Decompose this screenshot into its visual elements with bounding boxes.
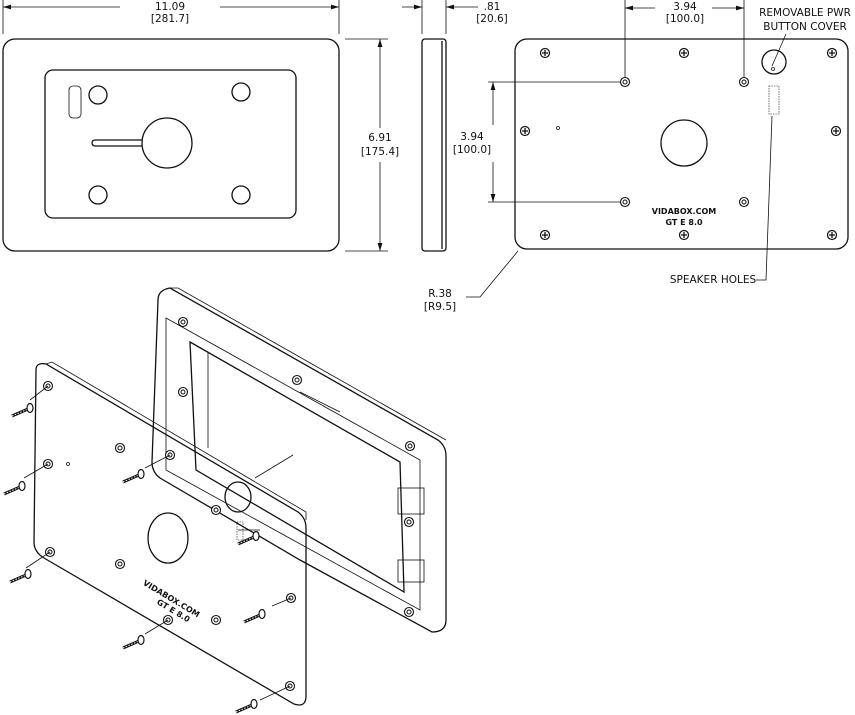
width-mm: [281.7] — [151, 13, 189, 25]
speaker-grille-icon — [68, 85, 82, 119]
height-mm: [175.4] — [361, 146, 399, 158]
brand-label: VIDABOX.COM — [652, 207, 716, 216]
h-spacing-mm: [100.0] — [666, 13, 704, 25]
depth-mm: [20.6] — [476, 13, 508, 25]
depth-inches: .81 — [484, 1, 501, 13]
power-cover-label-2: BUTTON COVER — [763, 21, 847, 33]
radius-inches: R.38 — [428, 288, 452, 300]
back-view: VIDABOX.COM GT E 8.0 3.94 [100.0] 3.94 [… — [424, 0, 851, 313]
speaker-holes-icon — [768, 85, 780, 115]
model-label: GT E 8.0 — [665, 218, 703, 227]
power-button-cover — [761, 49, 787, 75]
radius-mm: [R9.5] — [424, 301, 456, 313]
v-spacing-inches: 3.94 — [460, 131, 484, 143]
speaker-holes-label: SPEAKER HOLES — [670, 274, 757, 286]
width-inches: 11.09 — [155, 1, 185, 13]
height-inches: 6.91 — [368, 132, 391, 144]
power-cover-label-1: REMOVABLE PWR — [759, 7, 851, 19]
side-view: .81 [20.6] — [402, 0, 508, 252]
power-button-cover-iso — [224, 481, 252, 513]
v-spacing-mm: [100.0] — [453, 144, 491, 156]
h-spacing-inches: 3.94 — [673, 1, 697, 13]
front-view: 11.09 [281.7] 6.91 [175.4] — [2, 0, 399, 252]
exploded-view: VIDABOX.COM GT E 8.0 — [2, 287, 447, 714]
